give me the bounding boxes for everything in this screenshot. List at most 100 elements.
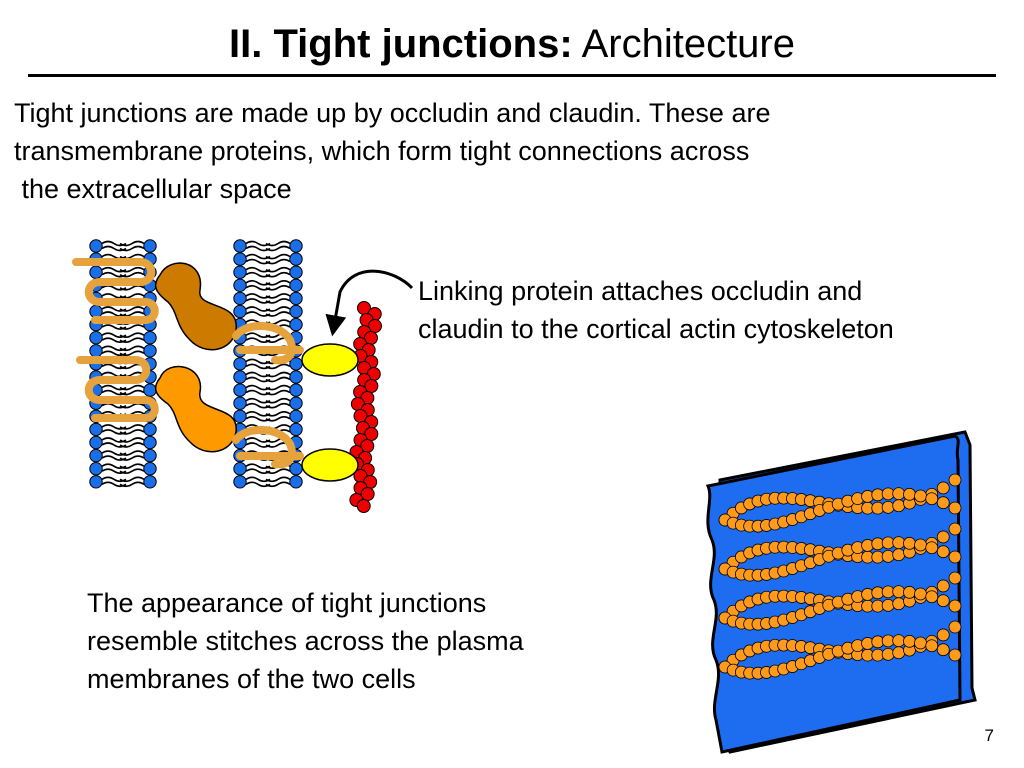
- stitch-bead: [881, 598, 895, 612]
- lipid-head: [143, 239, 157, 253]
- lipid-tail: [119, 245, 145, 252]
- lipid-tail: [265, 397, 291, 404]
- lipid-head: [89, 435, 103, 450]
- lipid-tail: [265, 389, 291, 396]
- caption-line: membranes of the two cells: [87, 664, 416, 694]
- lipid-head: [89, 344, 103, 358]
- lipid-tail: [245, 293, 271, 299]
- lipid-tail: [245, 468, 271, 474]
- lipid-head: [143, 383, 157, 397]
- lipid-head: [143, 462, 157, 476]
- stitch-bead: [892, 585, 906, 599]
- lipid-head: [233, 252, 247, 266]
- lipid-tail: [245, 332, 271, 338]
- claudin-strands: [72, 258, 304, 469]
- lipid-head: [233, 357, 247, 371]
- lipid-tail: [119, 240, 145, 247]
- stitch-bead: [892, 646, 906, 660]
- actin-bead: [356, 499, 371, 513]
- lipid-head: [233, 239, 247, 253]
- lipid-tail: [245, 442, 271, 448]
- slide-title-bold: II. Tight junctions:: [229, 22, 573, 66]
- lipid-tail: [245, 476, 271, 483]
- lipid-head: [233, 370, 247, 384]
- linking-protein-caption: Linking protein attaches occludin and cl…: [418, 272, 894, 348]
- lipid-head: [89, 331, 103, 345]
- lipid-tail: [119, 271, 145, 278]
- stitch-bead: [892, 536, 906, 550]
- lipid-tail: [119, 350, 145, 357]
- lipid-tail: [245, 240, 271, 247]
- lipid-tail: [119, 402, 145, 409]
- lipid-tail: [119, 429, 145, 435]
- lipid-head: [289, 291, 303, 306]
- lipid-tail: [245, 280, 271, 286]
- lipid-head: [143, 475, 157, 489]
- slide-title: II. Tight junctions: Architecture: [0, 18, 1024, 70]
- stitch-bead: [925, 541, 939, 555]
- slide-title-normal: Architecture: [572, 22, 795, 66]
- stitch-bead: [936, 496, 950, 510]
- stitch-bead: [948, 599, 962, 613]
- caption-line: claudin to the cortical actin cytoskelet…: [418, 314, 894, 344]
- lipid-tail: [265, 468, 291, 474]
- lipid-head: [233, 383, 247, 397]
- stitch-bead: [948, 522, 962, 536]
- stitch-bead: [936, 545, 950, 559]
- linking-protein: [301, 343, 359, 377]
- stitch-bead: [914, 538, 927, 552]
- lipid-head: [289, 317, 303, 332]
- page-number: 7: [984, 726, 994, 745]
- lipid-tail: [119, 437, 145, 443]
- lipid-tail: [265, 371, 291, 378]
- lipid-head: [143, 422, 157, 437]
- lipid-tail: [245, 463, 271, 469]
- lipid-tail: [265, 384, 291, 391]
- lipid-tail: [119, 337, 145, 343]
- lipid-head: [289, 265, 303, 279]
- intro-paragraph: Tight junctions are made up by occludin …: [14, 94, 770, 208]
- lipid-tail: [265, 298, 291, 304]
- tight-junction-stitches: [718, 473, 962, 680]
- lipid-tail: [119, 455, 145, 461]
- lipid-head: [233, 304, 247, 319]
- claudin-strand: [72, 258, 159, 324]
- lipid-tail: [119, 324, 145, 330]
- lipid-head: [143, 331, 157, 345]
- lipid-head: [289, 396, 303, 410]
- stitch-bead: [948, 550, 962, 564]
- stitch-bead: [936, 579, 950, 593]
- lipid-tail: [265, 280, 291, 286]
- lipid-tail: [245, 298, 271, 304]
- lipid-tail: [245, 481, 271, 488]
- lipid-tail: [265, 253, 291, 260]
- lipid-tail: [265, 293, 291, 299]
- lipid-tail: [265, 245, 291, 252]
- lipid-tail: [245, 384, 271, 391]
- stitch-bead: [881, 549, 895, 563]
- lipid-tail: [119, 332, 145, 338]
- stitch-bead: [914, 489, 927, 503]
- lipid-head: [233, 278, 247, 292]
- lipid-tail: [119, 306, 145, 312]
- stitch-bead: [936, 530, 950, 544]
- linking-proteins: [301, 343, 359, 482]
- lipid-tail: [119, 442, 145, 448]
- lipid-tail: [245, 416, 271, 422]
- lipid-tail: [119, 481, 145, 488]
- lipid-head: [89, 304, 103, 319]
- title-divider: [28, 74, 996, 77]
- lipid-tail: [245, 358, 271, 365]
- lipid-tail: [265, 416, 291, 422]
- lipid-tail: [265, 306, 291, 312]
- lipid-head: [89, 475, 103, 489]
- occludin-protein: [154, 365, 237, 453]
- stitch-bead: [892, 634, 906, 648]
- lipid-head: [233, 265, 247, 279]
- stitch-bead: [892, 548, 906, 562]
- claudin-strand: [232, 321, 304, 365]
- lipid-head: [289, 422, 303, 437]
- stitch-bead: [948, 501, 962, 515]
- lipid-tail: [265, 271, 291, 278]
